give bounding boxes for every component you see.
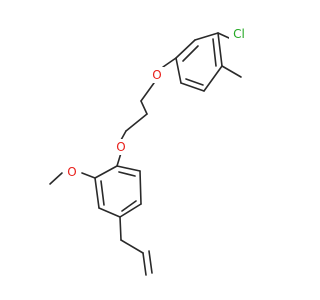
atom-chlorine: Cl: [229, 26, 249, 42]
bond-to-chlorine: [217, 32, 230, 39]
chain-bond: [140, 100, 148, 115]
bond-oxygen-to-ring: [116, 152, 122, 167]
molecule-structure: Cl O O O: [49, 26, 249, 276]
double-bond-inner: [182, 45, 199, 62]
bond: [98, 207, 121, 218]
bond: [194, 32, 219, 41]
oxygen-methoxy-label: O: [67, 165, 76, 179]
bond: [94, 177, 100, 209]
bond: [180, 82, 205, 92]
double-bond-inner: [118, 171, 136, 177]
double-bond-inner: [100, 180, 105, 206]
bond-methoxy-methyl: [49, 172, 63, 185]
double-bond-inner: [121, 200, 137, 212]
allyl-bond: [120, 239, 144, 254]
bond: [217, 32, 223, 67]
oxygen-middle-label: O: [116, 140, 125, 154]
atom-oxygen-middle: O: [114, 139, 128, 155]
atom-oxygen-top: O: [150, 67, 164, 83]
bond: [119, 203, 142, 218]
double-bond-inner: [185, 78, 204, 86]
allyl-double-bond: [142, 252, 147, 276]
bond: [175, 57, 182, 84]
bottom-aromatic-ring: [94, 165, 142, 218]
bond-chain-to-oxygen: [120, 130, 127, 141]
allyl-bond: [119, 216, 122, 241]
bond: [175, 39, 196, 59]
bond-to-methyl: [221, 65, 242, 78]
bond: [94, 165, 118, 179]
oxygen-top-label: O: [152, 68, 161, 82]
bond-ring-to-oxygen: [162, 57, 177, 68]
bond: [139, 170, 142, 205]
top-aromatic-ring: [175, 32, 223, 92]
bond-oxygen-to-chain: [140, 82, 155, 102]
bond: [203, 65, 223, 92]
bond-ring-to-methoxy-oxygen: [81, 172, 96, 179]
structure-canvas: Cl O O O: [49, 26, 249, 276]
chain-bond: [125, 113, 148, 132]
chlorine-label: Cl: [233, 27, 245, 41]
atom-oxygen-methoxy: O: [64, 164, 80, 180]
allyl-double-bond-inner: [148, 250, 153, 274]
bond: [116, 165, 141, 172]
double-bond-inner: [212, 38, 217, 67]
